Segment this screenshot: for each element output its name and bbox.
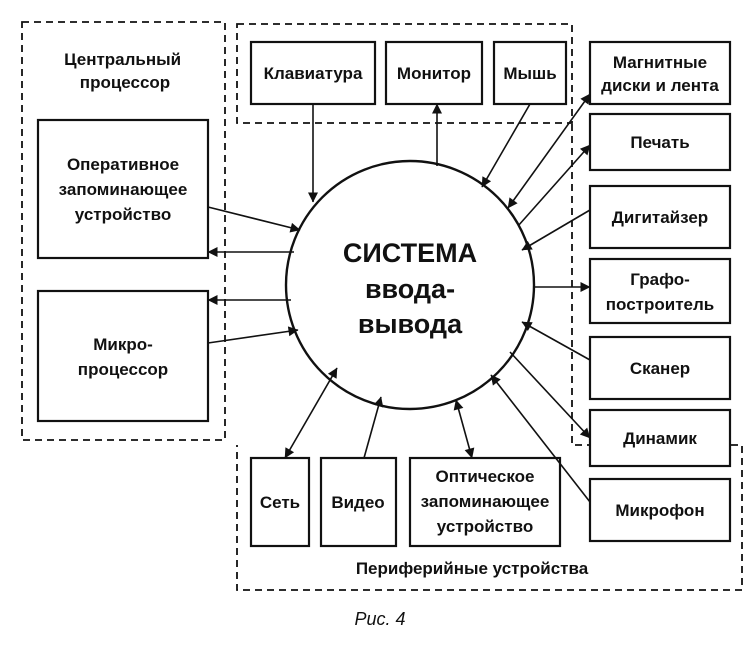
optical-storage-label-1: Оптическое xyxy=(436,467,535,486)
cpu-group-title: Центральный процессор xyxy=(64,50,186,92)
plotter-box xyxy=(588,257,732,325)
video-label: Видео xyxy=(331,493,384,512)
keyboard-label: Клавиатура xyxy=(264,64,363,83)
cpu-group-title-text: Центральный xyxy=(64,50,181,69)
optical-storage-label-3: устройство xyxy=(437,517,533,536)
speaker-box xyxy=(588,408,732,468)
magnetic-storage-label-2: диски и лента xyxy=(601,76,719,95)
io-system-circle xyxy=(284,159,536,411)
peripheral-group-title: Периферийные устройства xyxy=(356,559,589,578)
scanner-label: Сканер xyxy=(630,359,690,378)
microphone-label: Микрофон xyxy=(615,501,704,520)
ram-label-2: запоминающее xyxy=(59,180,188,199)
ram-box xyxy=(36,118,210,260)
video-box xyxy=(319,456,398,548)
scanner-box xyxy=(588,335,732,401)
io-system-line3: вывода xyxy=(358,309,463,339)
ram-label-3: устройство xyxy=(75,205,171,224)
plotter-label-2: построитель xyxy=(606,295,714,314)
microprocessor-box xyxy=(36,289,210,423)
microphone-arrow xyxy=(490,374,591,503)
microprocessor-label-2: процессор xyxy=(78,360,168,379)
digitizer-arrow xyxy=(521,209,591,251)
optical-storage-label-2: запоминающее xyxy=(421,492,550,511)
scanner-arrow xyxy=(521,321,591,361)
magnetic-storage-box xyxy=(588,40,732,106)
printer-arrow xyxy=(517,144,591,227)
plotter-label-1: Графо- xyxy=(630,270,690,289)
magnetic-storage-arrow xyxy=(507,93,591,209)
mouse-label: Мышь xyxy=(503,64,556,83)
printer-label: Печать xyxy=(630,133,689,152)
ram-label-1: Оперативное xyxy=(67,155,179,174)
io-system-line1: СИСТЕМА xyxy=(343,238,477,268)
video-arrow xyxy=(363,396,384,459)
digitizer-box xyxy=(588,184,732,250)
speaker-arrow xyxy=(509,351,591,439)
cpu-group-title-text-2: процессор xyxy=(80,73,170,92)
network-arrow xyxy=(284,367,338,459)
input-group-outline xyxy=(236,23,573,124)
network-box xyxy=(249,456,311,548)
io-system-line2: ввода- xyxy=(365,274,455,304)
microphone-box xyxy=(588,477,732,543)
monitor-label: Монитор xyxy=(397,64,471,83)
peripheral-group-outline xyxy=(236,124,743,591)
optical-storage-box xyxy=(408,456,562,548)
optical-storage-arrow xyxy=(453,399,475,459)
microprocessor-to-io-arrow xyxy=(207,326,299,344)
printer-box xyxy=(588,112,732,172)
microprocessor-label-1: Микро- xyxy=(93,335,153,354)
keyboard-box xyxy=(249,40,377,106)
monitor-box xyxy=(384,40,484,106)
cpu-group-outline xyxy=(21,21,226,441)
ram-to-io-arrow xyxy=(207,206,301,233)
speaker-label: Динамик xyxy=(623,429,697,448)
magnetic-storage-label-1: Магнитные xyxy=(613,53,707,72)
digitizer-label: Дигитайзер xyxy=(612,208,708,227)
mouse-arrow xyxy=(481,103,531,188)
figure-caption: Рис. 4 xyxy=(354,609,405,629)
network-label: Сеть xyxy=(260,493,300,512)
